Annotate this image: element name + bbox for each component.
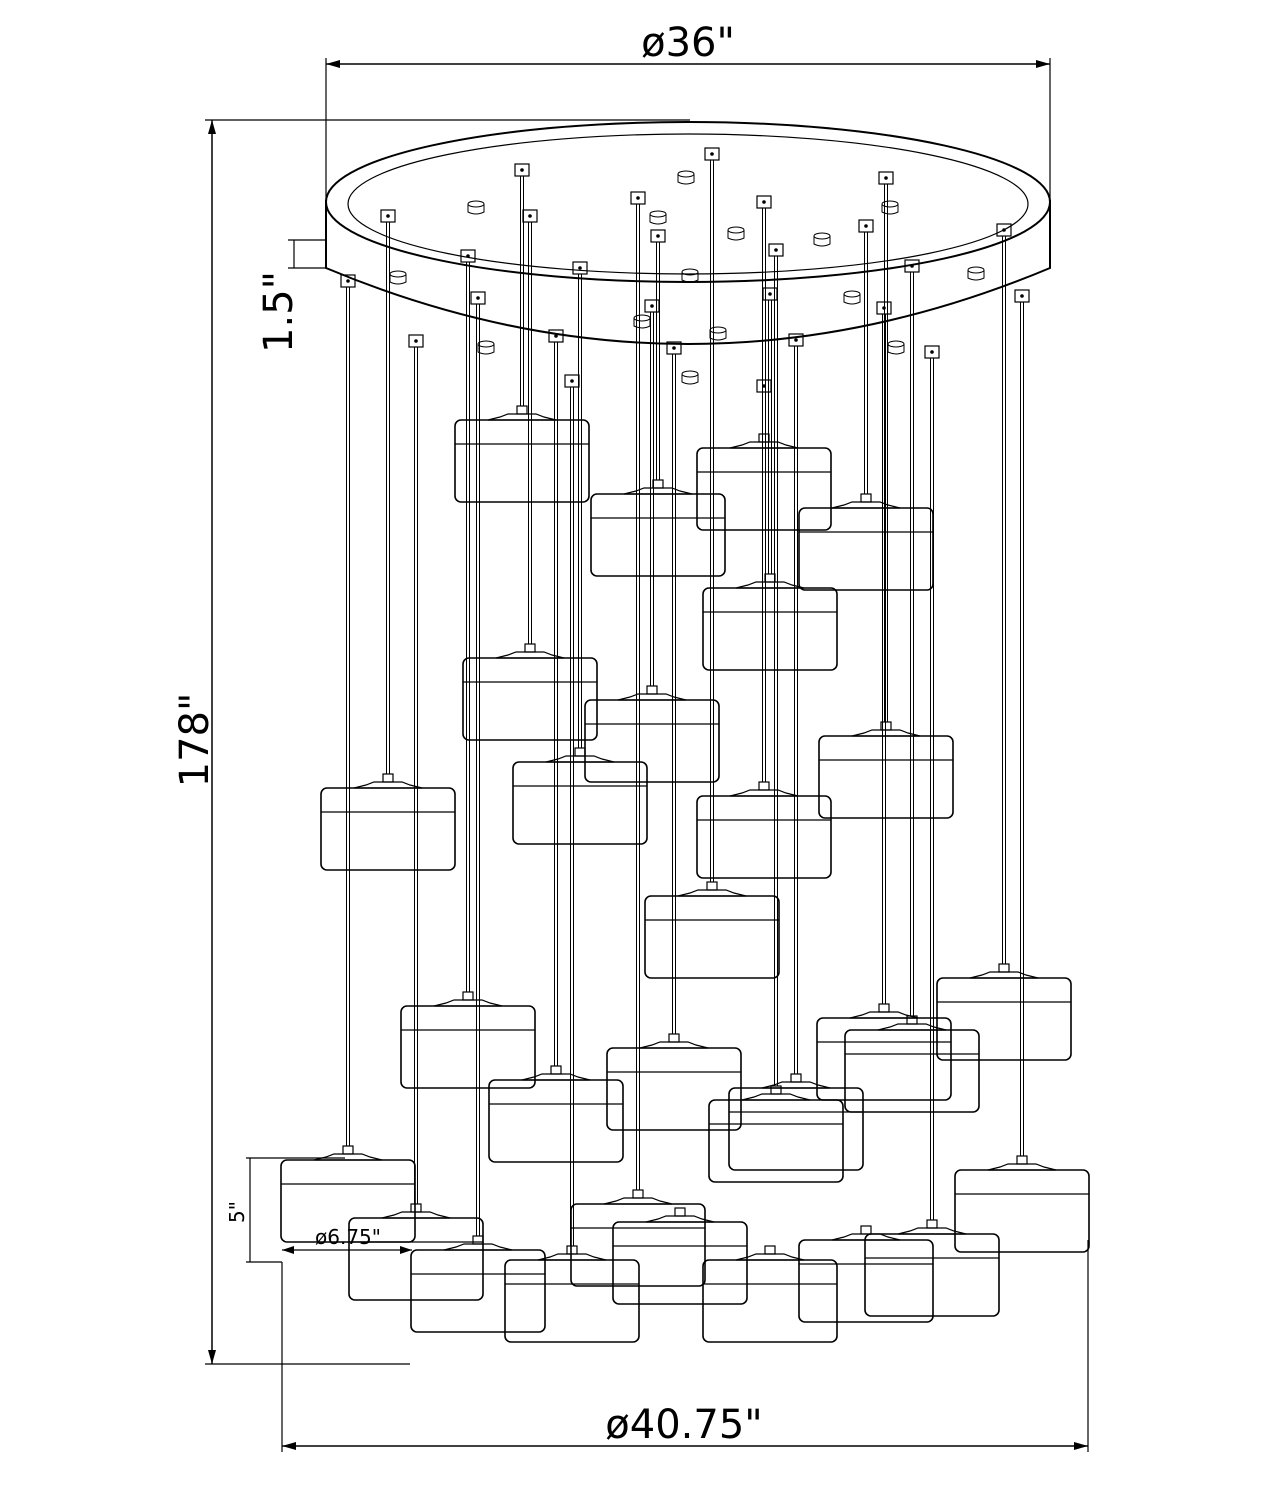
pendant [590,229,726,577]
dimension-shade-height: 5" [225,1157,345,1263]
overall-diameter-label: ø40.75" [605,1402,762,1448]
pendant [410,291,546,1333]
pendant [702,287,838,671]
pendants [280,147,1090,1343]
canopy-diameter-label: ø36" [641,20,735,66]
pendant [644,147,780,979]
pendant [400,249,536,1089]
canopy-bump [887,340,905,355]
canopy-bump [649,210,667,225]
overall-height-label: 178" [172,693,218,788]
canopy-bumps [389,170,985,385]
dimension-shade-diameter: ø6.75" [282,1225,412,1254]
canopy-bump [389,270,407,285]
pendant [728,333,864,1171]
canopy-bump [813,232,831,247]
canopy-bump [709,326,727,341]
pendant [320,209,456,871]
canopy-bump [843,290,861,305]
pendant [864,345,1000,1317]
pendant [462,209,598,741]
pendant [844,259,980,1113]
canopy-bump [477,340,495,355]
pendant [708,243,844,1183]
pendant [798,219,934,591]
pendant [798,1225,934,1323]
pendant [512,261,648,845]
canopy [325,121,1051,345]
canopy-inner-edge [347,133,1029,275]
pendant [936,223,1072,1061]
pendant [696,379,832,879]
pendant [696,195,832,531]
pendant [612,1207,748,1305]
pendant [348,334,484,1301]
canopy-bump [681,268,699,283]
pendant [504,374,640,1343]
canopy-bump [967,266,985,281]
pendant [702,1245,838,1343]
shade-height-label: 5" [225,1201,249,1223]
canopy-underside [325,200,1051,345]
canopy-height-label: 1.5" [256,271,302,353]
shade-diameter-label: ø6.75" [315,1225,381,1249]
pendant [954,289,1090,1253]
dimension-overall-height: 178" [172,119,690,1365]
pendant [280,274,416,1243]
canopy-bump [677,170,695,185]
pendant [584,299,720,783]
dimension-canopy-height: 1.5" [256,239,326,353]
pendant [570,191,706,1287]
canopy-bump [881,200,899,215]
dimension-canopy-diameter: ø36" [325,20,1051,240]
pendant [816,301,952,1101]
canopy-top-edge [325,121,1051,283]
pendant [606,341,742,1131]
canopy-bump [467,200,485,215]
canopy-bump [681,370,699,385]
pendant [488,329,624,1163]
canopy-bump [727,226,745,241]
pendant [454,163,590,503]
dimension-overall-diameter: ø40.75" [281,1240,1089,1452]
